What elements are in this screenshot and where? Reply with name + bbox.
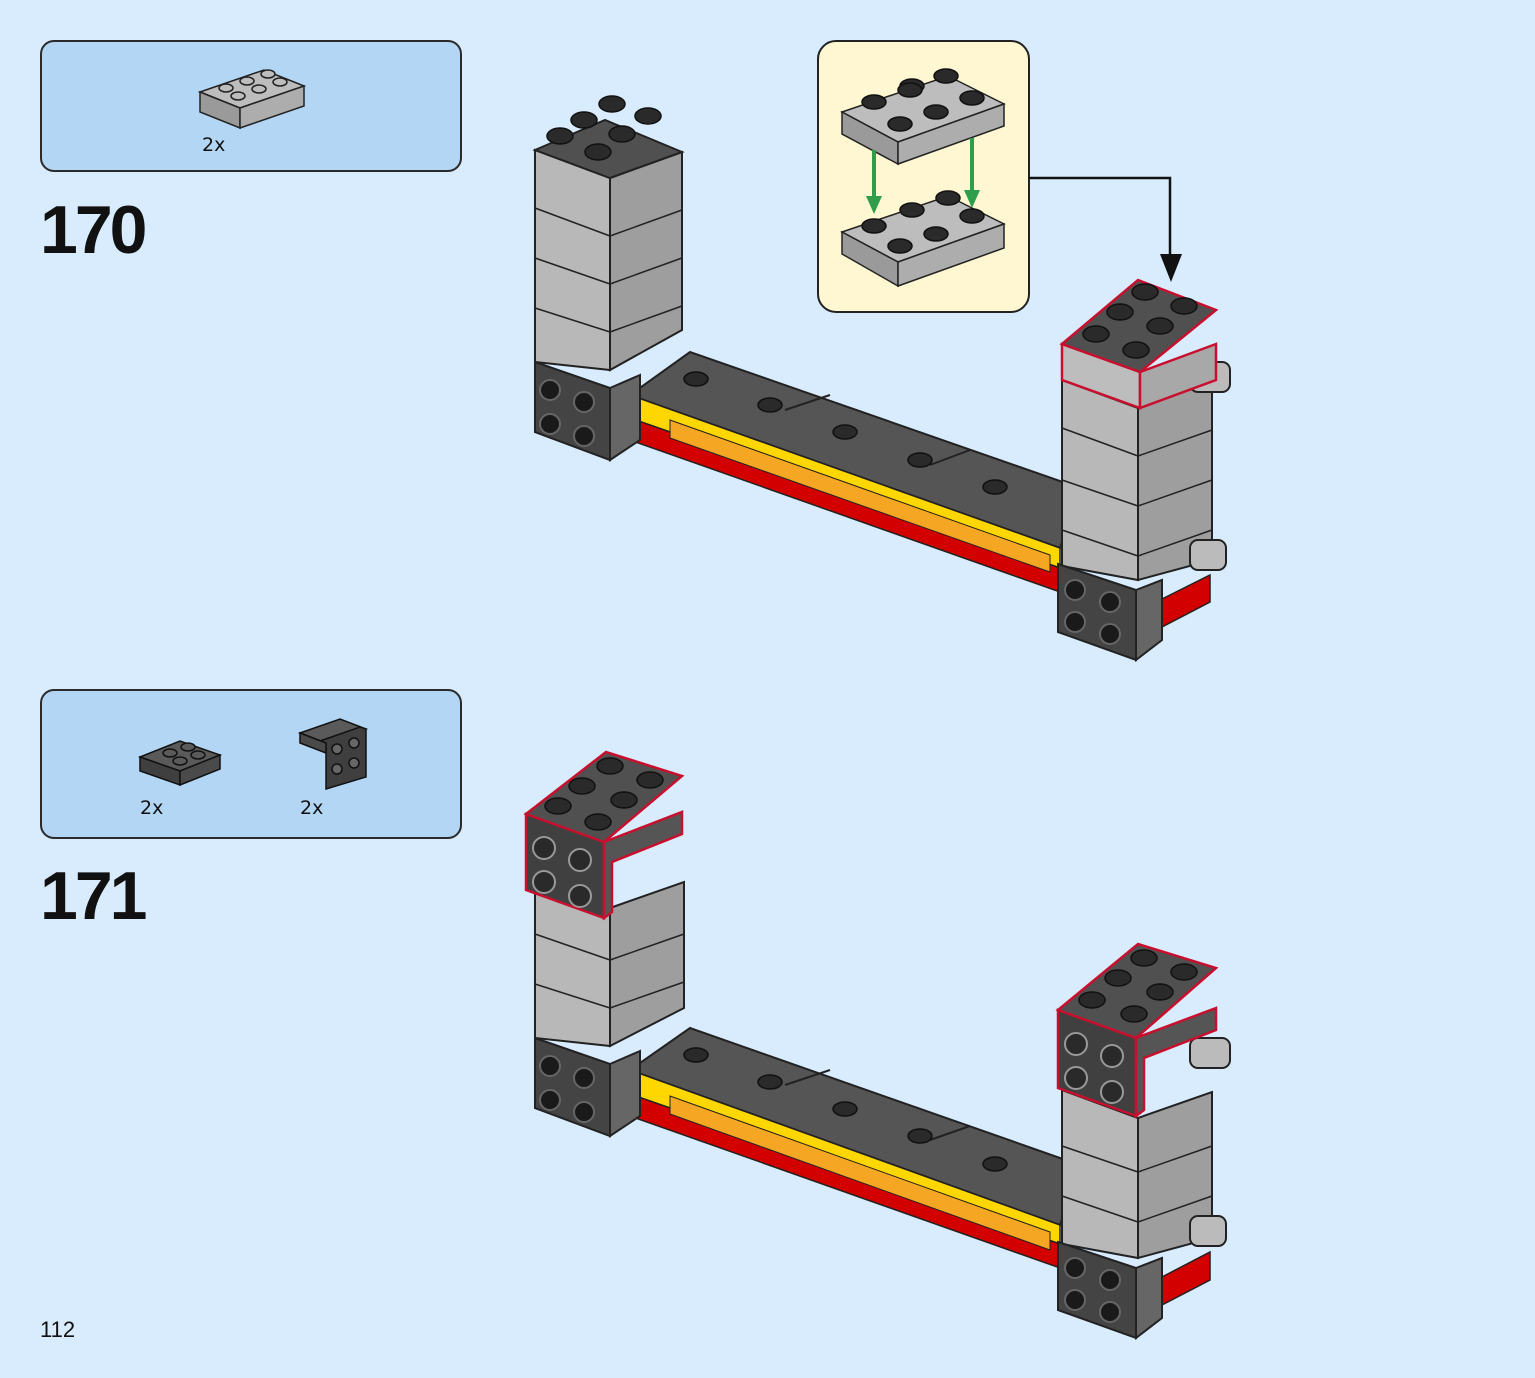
parts-box-step-170: 2x <box>40 40 462 172</box>
beam <box>627 350 1082 594</box>
callout-arrow <box>1029 176 1172 268</box>
step-number-170: 170 <box>40 192 147 268</box>
tower-right <box>1057 278 1231 663</box>
model-step-171 <box>523 750 1231 1341</box>
parts-icons <box>137 718 369 791</box>
beam <box>627 1026 1082 1270</box>
tower-left <box>532 95 685 462</box>
part-qty: 2x <box>140 797 164 819</box>
tower-left <box>523 750 685 1138</box>
part-qty: 2x <box>202 134 226 156</box>
part-bracket-icon <box>297 718 369 791</box>
model-step-170 <box>532 40 1231 663</box>
part-qty: 2x <box>300 797 324 819</box>
parts-box-step-171: 2x 2x <box>40 689 462 839</box>
part-plate-2x3-icon <box>197 69 307 130</box>
step-number-171: 171 <box>40 858 147 934</box>
callout-box <box>817 40 1030 313</box>
tower-right <box>1055 942 1231 1341</box>
part-plate-2x2-icon <box>137 740 223 787</box>
page-number: 112 <box>40 1317 76 1342</box>
